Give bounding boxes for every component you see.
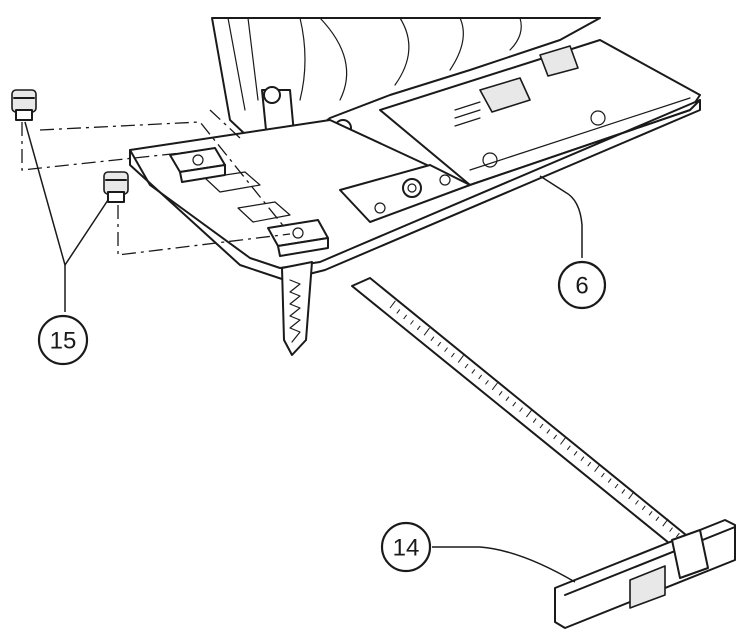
ruler-tick	[587, 461, 592, 467]
ruler-tick	[560, 436, 567, 445]
callout-14-label: 14	[393, 535, 420, 562]
ruler-tick	[437, 341, 442, 347]
ruler-tick	[662, 518, 669, 527]
ruler-tick	[525, 409, 533, 418]
saw-blade	[281, 261, 313, 356]
ruler-tick	[648, 510, 653, 516]
ruler-tick	[539, 423, 544, 429]
ruler-tick	[485, 380, 489, 385]
screw-lower	[103, 171, 129, 203]
ruler-tick	[607, 478, 612, 483]
ruler-tick	[464, 363, 469, 369]
ruler-tick	[669, 527, 673, 532]
ruler-tick	[580, 456, 585, 462]
ruler-tick	[403, 314, 408, 320]
ruler-tick	[512, 401, 517, 407]
ruler-tick	[457, 355, 464, 363]
ruler-tick	[491, 382, 499, 391]
ruler-tick	[655, 516, 660, 522]
ruler-tick	[573, 450, 578, 456]
ruler-tick	[478, 374, 483, 380]
ruler-tick	[532, 418, 537, 423]
ruler-tick	[410, 320, 414, 325]
ruler-tick	[594, 464, 601, 472]
ruler-scale	[389, 300, 694, 549]
ruler-tick	[430, 336, 435, 342]
ruler-tick	[498, 390, 503, 396]
ruler-tick	[423, 327, 430, 336]
ruler-tick	[505, 396, 510, 402]
guide-base-plate	[129, 39, 701, 281]
callout-14: 14	[380, 521, 432, 573]
ruler-tick	[614, 483, 619, 489]
callout-6-label: 6	[575, 273, 588, 300]
ruler-tick	[416, 325, 421, 331]
ruler-tick	[628, 491, 635, 500]
ruler-tick	[621, 489, 626, 494]
ruler-tick	[553, 434, 558, 440]
ruler-tick	[600, 472, 605, 478]
ruler-tick	[675, 532, 680, 538]
ruler-tick	[546, 429, 551, 434]
ruler-tick	[444, 347, 448, 352]
callout-6: 6	[557, 260, 607, 310]
callout-15-label: 15	[50, 328, 77, 355]
screw-upper	[11, 89, 37, 121]
parallel-guide	[351, 277, 736, 629]
ruler-tick	[566, 445, 571, 451]
screws-leader	[24, 121, 109, 267]
ruler-tick	[641, 505, 646, 511]
ruler-tick	[396, 309, 401, 314]
ruler-tick	[389, 300, 396, 309]
callout-15: 15	[37, 314, 89, 366]
ruler-tick	[635, 500, 639, 505]
ruler-tick	[471, 369, 476, 374]
ruler-tick	[519, 407, 523, 412]
assembly-lines	[21, 109, 291, 256]
ruler-tick	[450, 352, 455, 358]
